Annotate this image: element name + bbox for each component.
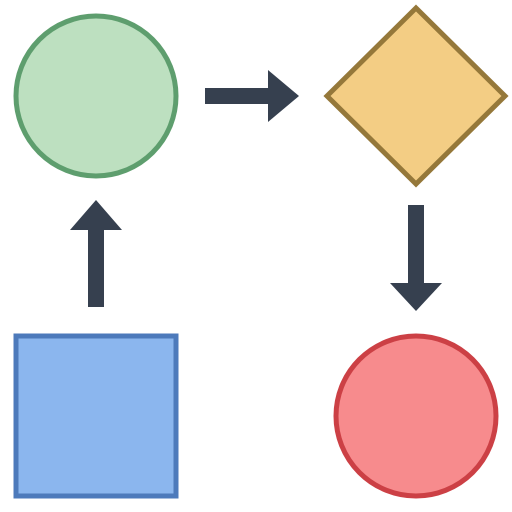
arrow-start-to-decision <box>205 70 299 122</box>
arrow-decision-to-end <box>390 205 442 311</box>
decision-node-diamond <box>323 4 509 188</box>
arrow-shaft <box>408 205 424 285</box>
arrow-shaft <box>88 228 104 307</box>
start-node-circle <box>13 13 179 179</box>
end-node-circle <box>333 333 499 499</box>
arrow-head-down <box>390 283 442 311</box>
arrow-process-to-start <box>70 200 122 307</box>
arrow-head-up <box>70 200 122 230</box>
process-node-square <box>13 333 179 499</box>
arrow-head-right <box>268 70 299 122</box>
arrow-shaft <box>205 88 270 104</box>
